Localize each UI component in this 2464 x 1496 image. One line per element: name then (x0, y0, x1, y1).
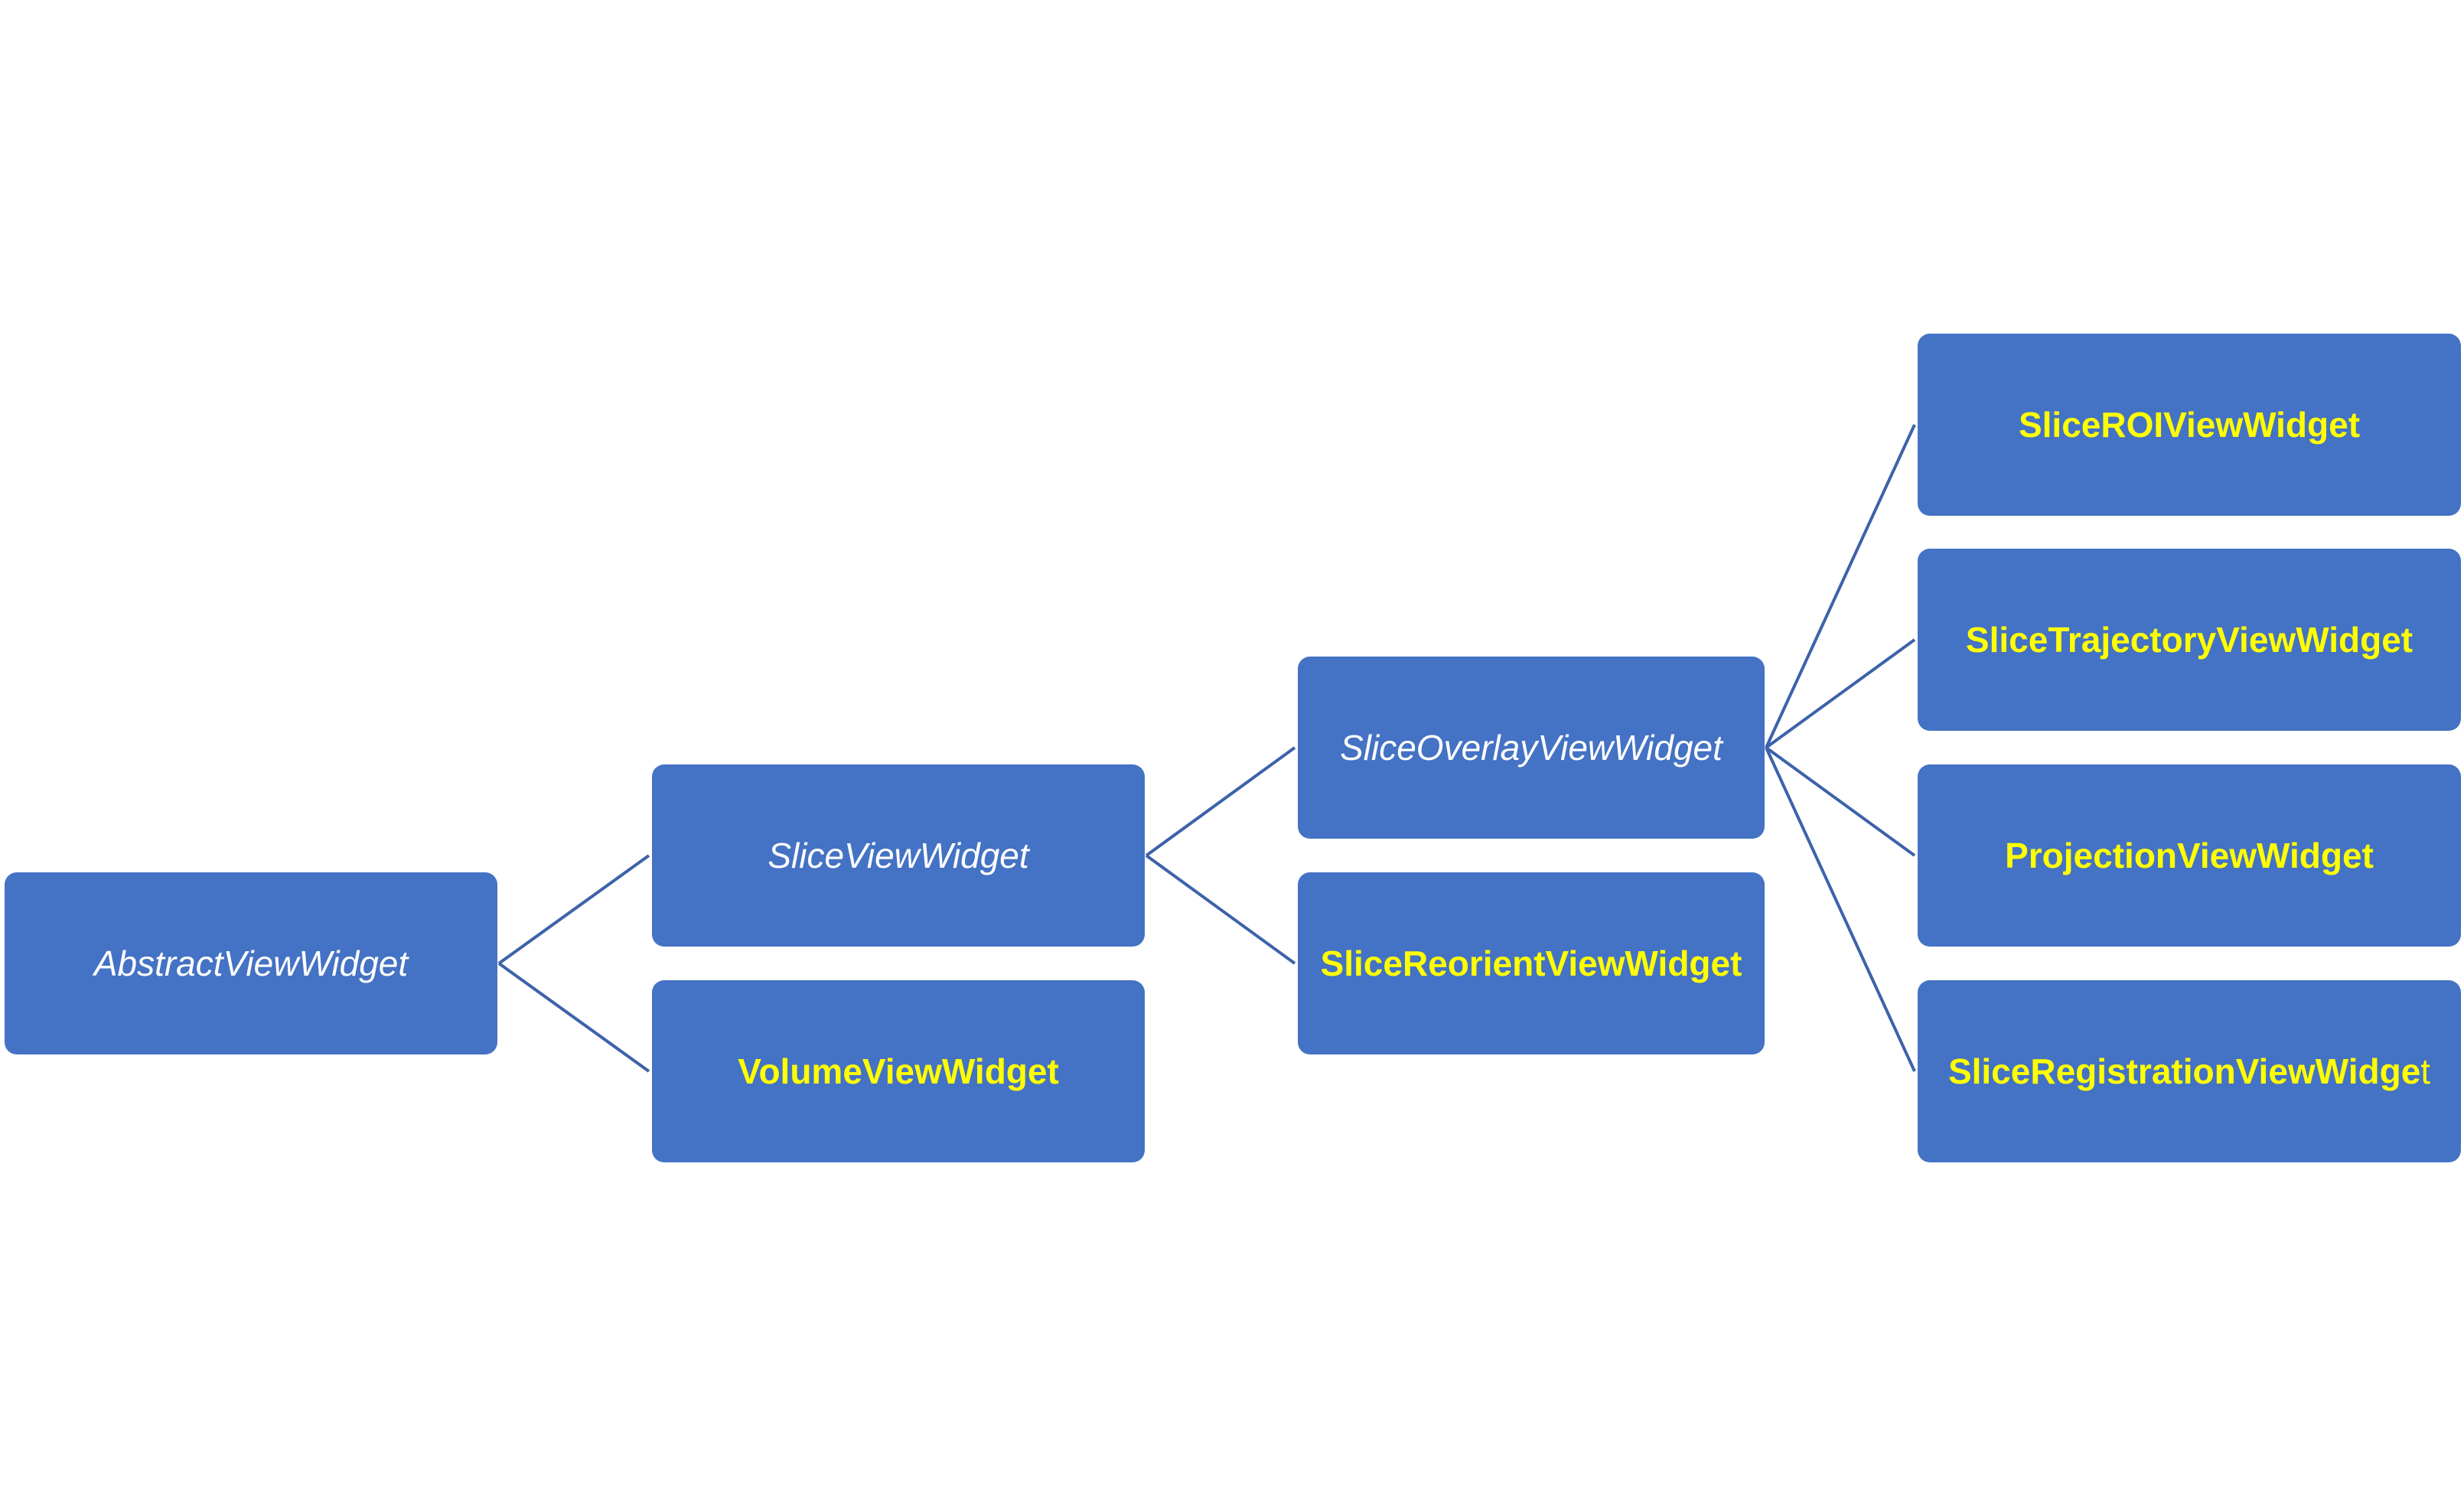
connector-overlay-to-registration (1765, 747, 1916, 1072)
node-label-main: SliceRegistrationViewWidge (1947, 1051, 2421, 1091)
node-slice-trajectory-view-widget: SliceTrajectoryViewWidget (1918, 549, 2461, 731)
node-label: SliceTrajectoryViewWidget (1965, 620, 2413, 660)
node-label: SliceRegistrationViewWidget (1948, 1051, 2430, 1092)
node-label: SliceROIViewWidget (2018, 405, 2361, 445)
node-label: SliceReorientViewWidget (1320, 944, 1742, 983)
node-slice-view-widget: SliceViewWidget (652, 764, 1145, 947)
node-slice-overlay-view-widget: SliceOverlayViewWidget (1298, 657, 1765, 839)
connector-slice-to-reorient (1145, 854, 1296, 965)
node-label: SliceOverlayViewWidget (1340, 728, 1723, 768)
node-abstract-view-widget: AbstractViewWidget (5, 872, 497, 1054)
node-slice-reorient-view-widget: SliceReorientViewWidget (1298, 872, 1765, 1054)
connector-abstract-to-volume (497, 962, 650, 1073)
connector-overlay-to-trajectory (1765, 638, 1916, 749)
node-label: VolumeViewWidget (738, 1051, 1059, 1091)
node-label: ProjectionViewWidget (2005, 836, 2374, 875)
node-volume-view-widget: VolumeViewWidget (652, 980, 1145, 1162)
node-slice-roi-view-widget: SliceROIViewWidget (1918, 334, 2461, 516)
node-projection-view-widget: ProjectionViewWidget (1918, 764, 2461, 947)
connector-abstract-to-slice (497, 854, 650, 965)
node-label-tail: t (2420, 1051, 2431, 1091)
connector-overlay-to-projection (1765, 746, 1916, 857)
node-label: SliceViewWidget (768, 836, 1029, 875)
node-slice-registration-view-widget: SliceRegistrationViewWidget (1918, 980, 2461, 1162)
node-label: AbstractViewWidget (93, 944, 409, 983)
connector-slice-to-overlay (1145, 746, 1296, 857)
connector-overlay-to-roi (1765, 424, 1916, 748)
